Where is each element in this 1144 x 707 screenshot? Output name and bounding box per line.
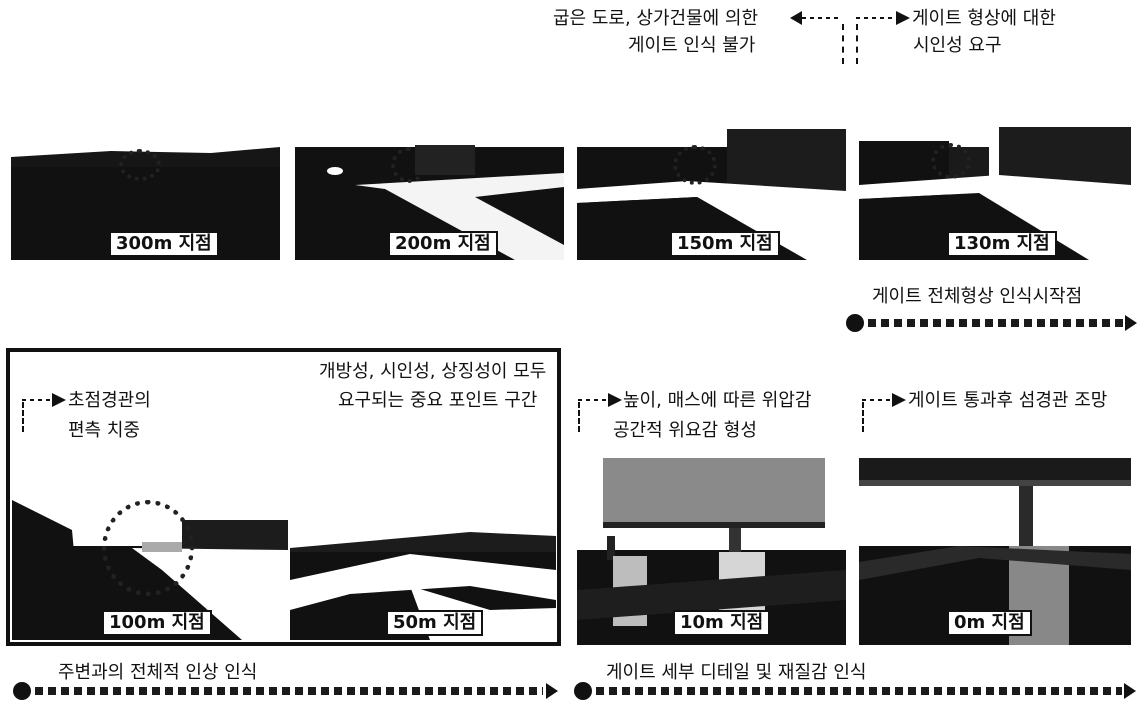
scene-0m xyxy=(859,450,1131,645)
distance-label: 130m 지점 xyxy=(947,231,1057,257)
view-panel-130m: 130m 지점 xyxy=(859,127,1131,260)
focus-circle xyxy=(931,143,971,179)
pass-note-dash xyxy=(862,402,864,432)
view-panel-150m: 150m 지점 xyxy=(577,127,846,260)
bottom-right-stage-dot xyxy=(574,682,592,700)
bottom-left-stage-dot xyxy=(13,682,31,700)
connector-dash-1 xyxy=(842,24,844,64)
bottom-right-stage-text: 게이트 세부 디테일 및 재질감 인식 xyxy=(606,662,867,683)
stage-start-dotted-line xyxy=(868,319,1123,327)
focus-note-line1: 초점경관의 xyxy=(68,390,151,411)
focus-circle xyxy=(119,149,161,181)
focus-note-dash xyxy=(22,402,24,432)
focus-note-arrow-icon xyxy=(22,392,66,408)
distance-label: 300m 지점 xyxy=(109,231,219,257)
distance-label: 10m 지점 xyxy=(673,610,771,636)
distance-label: 0m 지점 xyxy=(947,610,1032,636)
height-note-line2: 공간적 위요감 형성 xyxy=(613,420,757,441)
view-panel-200m: 200m 지점 xyxy=(295,127,564,260)
top-left-note-line2: 게이트 인식 불가 xyxy=(628,35,756,56)
bottom-left-dotted-line xyxy=(35,687,543,695)
right-arrow-icon xyxy=(856,9,911,27)
distance-label: 50m 지점 xyxy=(386,610,484,636)
height-note-line1: 높이, 매스에 따른 위압감 xyxy=(623,390,812,411)
connector-dash-2 xyxy=(856,24,858,64)
scene-200m xyxy=(295,145,564,260)
focus-note-line2: 편측 치중 xyxy=(68,420,140,441)
height-note-arrow-icon xyxy=(578,392,622,408)
bottom-right-dotted-line xyxy=(596,687,1122,695)
view-panel-50m: 50m 지점 xyxy=(290,490,556,640)
stage-start-dot xyxy=(846,314,864,332)
pass-note-text: 게이트 통과후 섬경관 조망 xyxy=(908,390,1108,411)
focus-circle xyxy=(673,145,717,185)
distance-label: 150m 지점 xyxy=(670,231,780,257)
arrow-right-icon xyxy=(1124,683,1136,699)
arrow-right-icon xyxy=(1125,315,1137,331)
top-right-note-line2: 시인성 요구 xyxy=(913,35,1002,56)
arrow-right-icon xyxy=(546,683,558,699)
focus-circle xyxy=(391,147,427,183)
focus-circle xyxy=(102,500,194,596)
top-left-note-line1: 굽은 도로, 상가건물에 의한 xyxy=(553,8,759,29)
key-section-note-line1: 개방성, 시인성, 상징성이 모두 xyxy=(319,361,547,382)
key-section-note-line2: 요구되는 중요 포인트 구간 xyxy=(338,390,538,411)
distance-label: 100m 지점 xyxy=(102,610,212,636)
bottom-left-stage-text: 주변과의 전체적 인상 인식 xyxy=(58,662,258,683)
view-panel-100m: 100m 지점 xyxy=(12,490,288,640)
scene-10m xyxy=(577,450,846,645)
distance-label: 200m 지점 xyxy=(388,231,498,257)
left-arrow-icon xyxy=(790,9,850,27)
stage-start-text: 게이트 전체형상 인식시작점 xyxy=(872,286,1083,307)
view-panel-0m: 0m 지점 xyxy=(859,450,1131,645)
pass-note-arrow-icon xyxy=(862,392,906,408)
height-note-dash xyxy=(578,402,580,432)
view-panel-10m: 10m 지점 xyxy=(577,450,846,645)
top-right-note-line1: 게이트 형상에 대한 xyxy=(912,8,1056,29)
view-panel-300m: 300m 지점 xyxy=(11,127,280,260)
